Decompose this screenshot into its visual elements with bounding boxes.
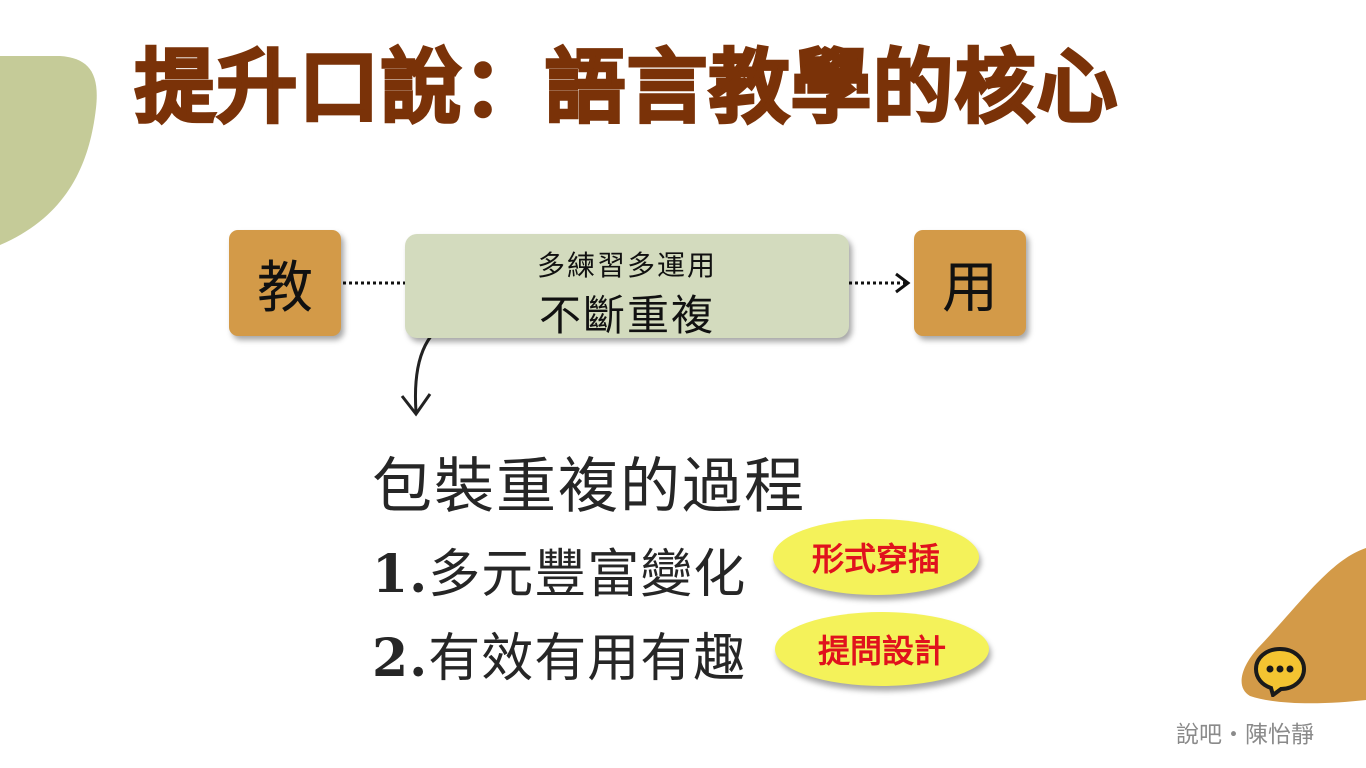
section-heading: 包裝重複的過程 xyxy=(372,452,806,522)
list-item-number: 1. xyxy=(372,544,429,605)
practice-box: 多練習多運用 不斷重複 xyxy=(405,234,849,340)
footer-credit: 說吧・陳怡靜 xyxy=(1176,722,1314,748)
teach-box: 教 xyxy=(229,230,341,336)
list-item-number: 2. xyxy=(372,628,429,689)
teach-label: 教 xyxy=(257,255,313,321)
page-title: 提升口說：語言教學的核心 xyxy=(134,41,1119,134)
chat-bubble-icon xyxy=(1253,646,1307,697)
use-box: 用 xyxy=(914,230,1026,336)
badge-question-design: 提問設計 xyxy=(775,612,989,686)
arrow-head-right-icon xyxy=(895,272,911,294)
practice-subtitle: 多練習多運用 xyxy=(536,249,717,282)
list-item: 2.有效有用有趣 xyxy=(372,616,746,691)
list-item-text: 多元豐富變化 xyxy=(428,545,747,605)
practice-title: 不斷重複 xyxy=(538,291,715,340)
curved-arrow-head xyxy=(400,393,432,417)
use-label: 用 xyxy=(942,255,998,321)
green-blob-shape xyxy=(0,56,97,245)
badge-form-variation: 形式穿插 xyxy=(773,519,979,595)
list-item: 1.多元豐富變化 xyxy=(372,532,746,607)
list-item-text: 有效有用有趣 xyxy=(428,629,747,689)
